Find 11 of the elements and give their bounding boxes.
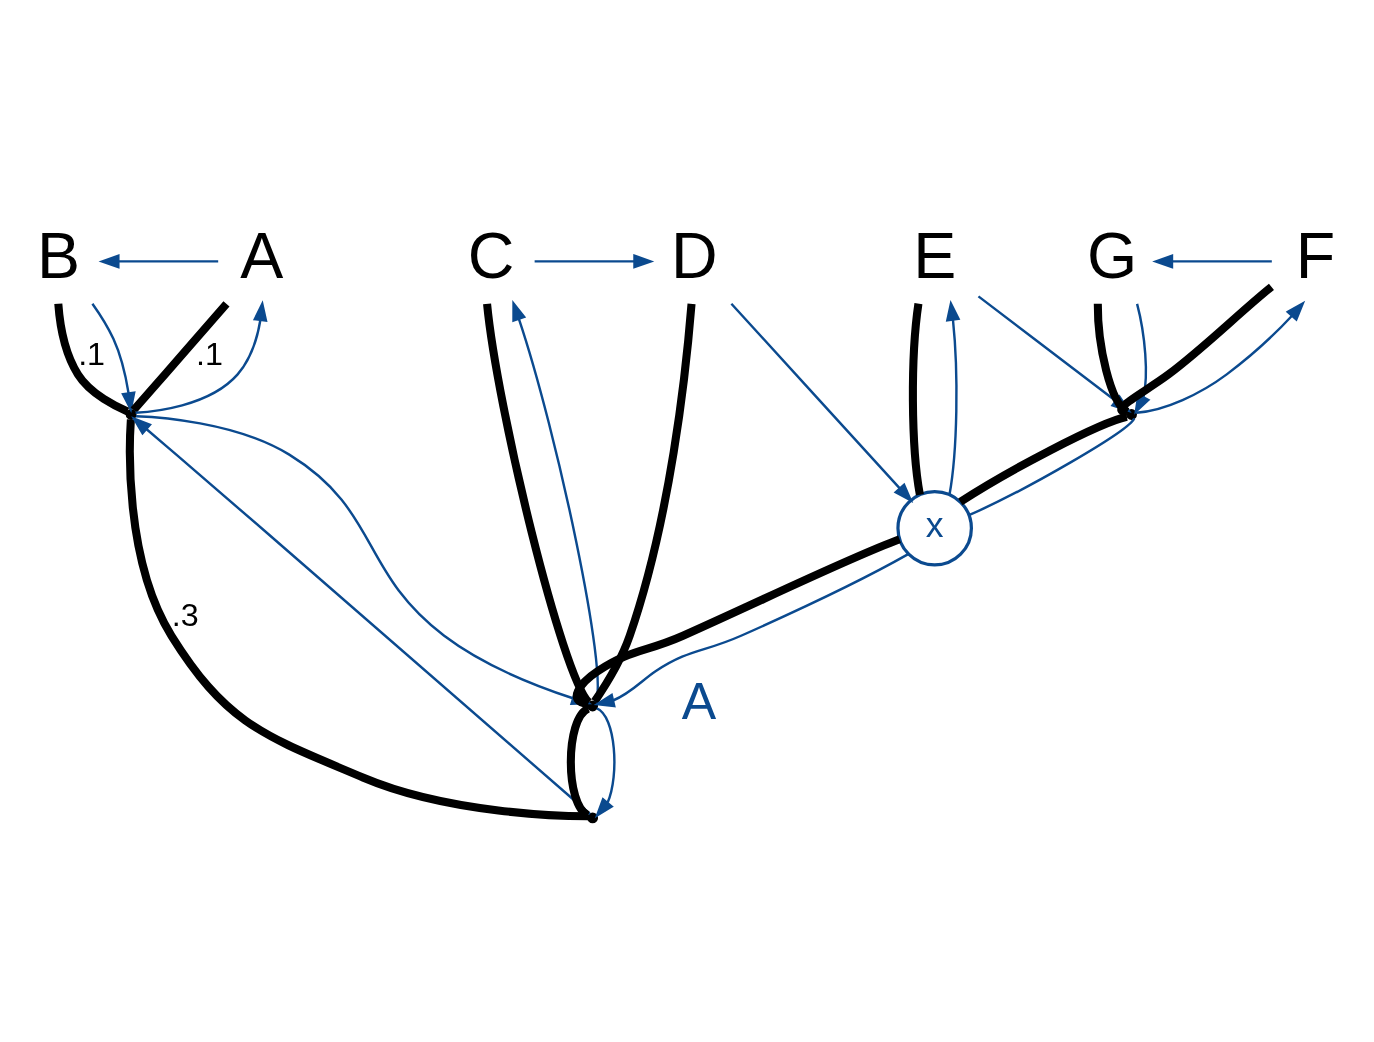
label: A bbox=[681, 672, 717, 731]
node-text: A bbox=[240, 219, 284, 292]
node-text: G bbox=[1087, 219, 1138, 292]
edge-label: .1 bbox=[78, 335, 106, 372]
edge-label: .3 bbox=[171, 597, 199, 634]
node-text: F bbox=[1295, 219, 1336, 292]
node-text: D bbox=[670, 219, 718, 292]
edge-label: .1 bbox=[195, 335, 223, 372]
node-text: E bbox=[913, 219, 957, 292]
node-text: C bbox=[467, 219, 515, 292]
node-text: B bbox=[37, 219, 81, 292]
